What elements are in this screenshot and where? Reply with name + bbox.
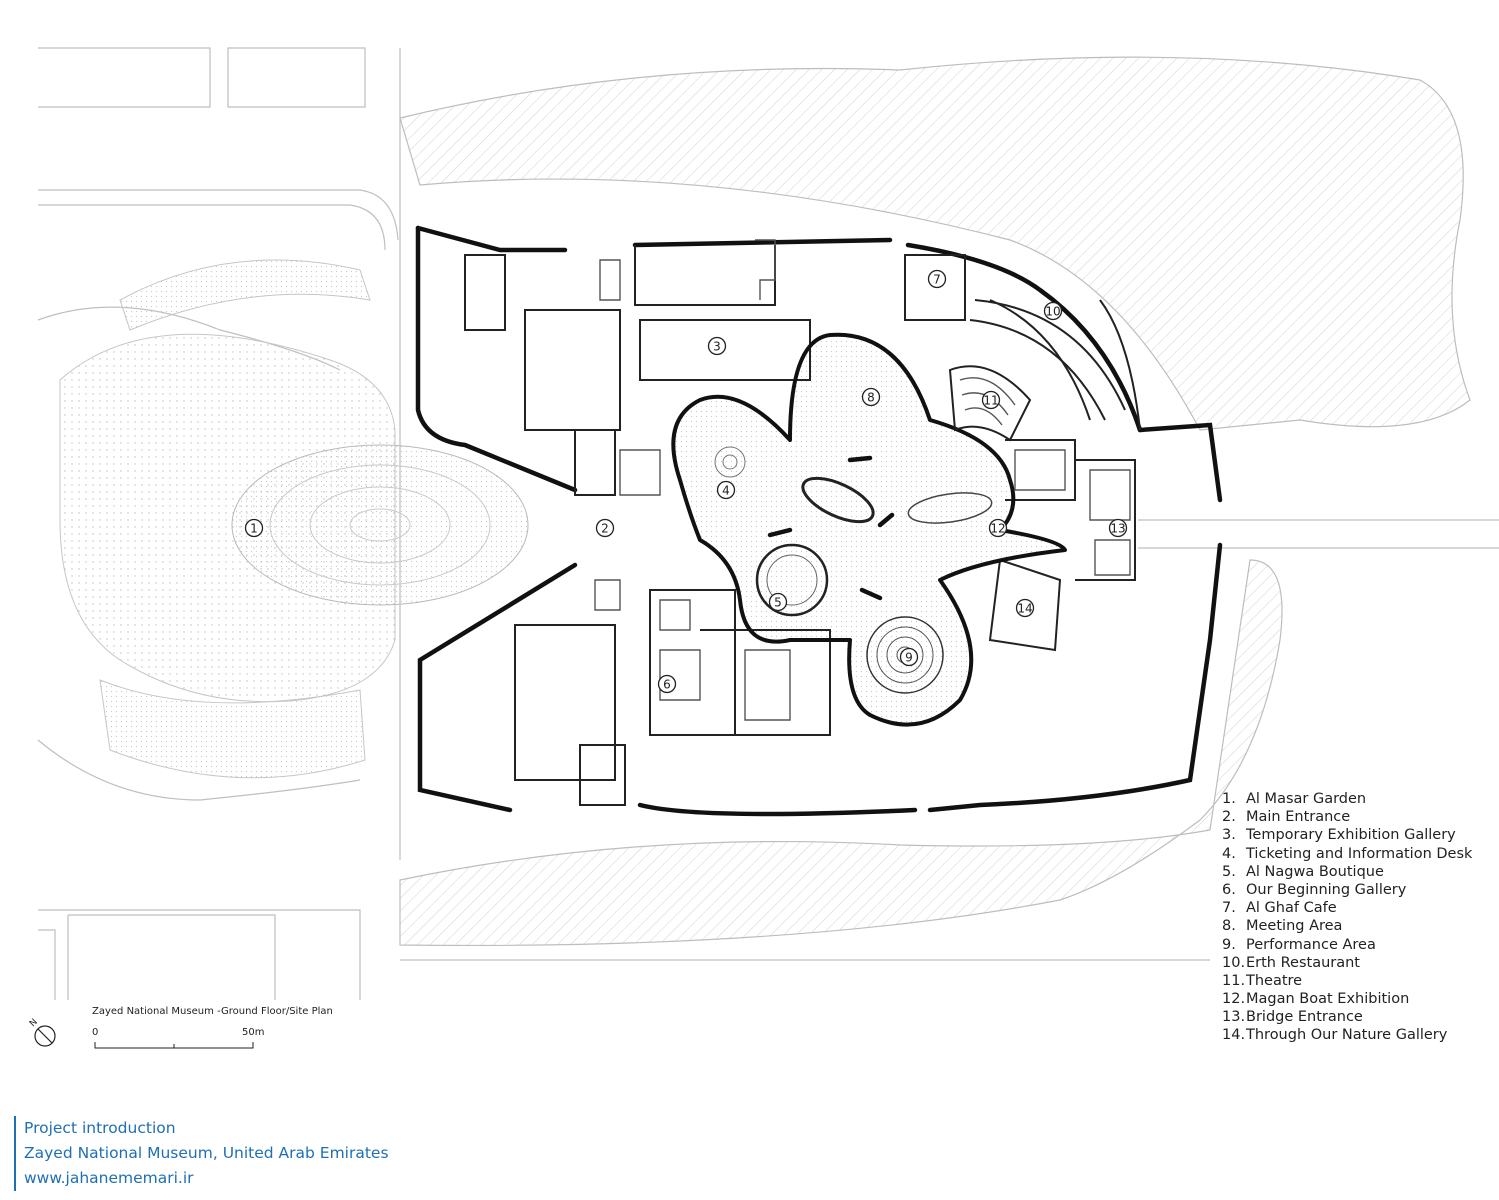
marker-7: 7 — [927, 269, 947, 289]
central-atrium — [671, 332, 1067, 727]
svg-text:6: 6 — [663, 678, 671, 692]
svg-text:2: 2 — [601, 522, 609, 536]
marker-1: 1 — [244, 518, 264, 538]
legend-item: 13.Bridge Entrance — [1222, 1009, 1363, 1026]
legend: 1.Al Masar Garden 2.Main Entrance 3.Temp… — [1222, 790, 1472, 1045]
landscape-south — [399, 559, 1283, 947]
legend-item: 7.Al Ghaf Cafe — [1222, 900, 1337, 917]
svg-text:13: 13 — [1110, 522, 1125, 536]
marker-2: 2 — [595, 518, 615, 538]
legend-item: 2.Main Entrance — [1222, 809, 1351, 826]
marker-4: 4 — [716, 480, 736, 500]
svg-text:4: 4 — [722, 484, 730, 498]
legend-item: 11.Theatre — [1222, 972, 1303, 989]
svg-text:7: 7 — [933, 273, 941, 287]
marker-13: 13 — [1108, 518, 1128, 538]
svg-text:11: 11 — [983, 394, 998, 408]
svg-text:9: 9 — [905, 651, 913, 665]
svg-text:3: 3 — [713, 340, 721, 354]
scale-start-label: 0 — [92, 1027, 99, 1038]
marker-5: 5 — [768, 592, 788, 612]
plan-title: Zayed National Museum -Ground Floor/Site… — [92, 1006, 333, 1017]
scale-end-label: 50m — [242, 1027, 265, 1038]
marker-12: 12 — [988, 518, 1008, 538]
svg-text:5: 5 — [774, 596, 782, 610]
building-envelope — [415, 225, 1223, 817]
marker-9: 9 — [899, 647, 919, 667]
legend-item: 3.Temporary Exhibition Gallery — [1222, 827, 1456, 844]
credit-heading: Project introduction — [24, 1119, 176, 1137]
marker-6: 6 — [657, 674, 677, 694]
marker-11: 11 — [981, 390, 1001, 410]
legend-item: 6.Our Beginning Gallery — [1222, 881, 1407, 898]
landscape-north — [399, 56, 1471, 431]
marker-8: 8 — [861, 387, 881, 407]
credit-website-link[interactable]: www.jahanememari.ir — [24, 1169, 194, 1187]
svg-text:12: 12 — [990, 522, 1005, 536]
svg-text:N: N — [28, 1017, 40, 1029]
room-markers: 1 2 3 4 5 6 7 8 9 10 11 12 13 14 — [244, 269, 1128, 694]
legend-item: 12.Magan Boat Exhibition — [1222, 991, 1410, 1008]
marker-3: 3 — [707, 336, 727, 356]
credit-project-name: Zayed National Museum, United Arab Emira… — [24, 1144, 389, 1162]
legend-item: 1.Al Masar Garden — [1222, 791, 1367, 807]
al-masar-garden-area — [59, 259, 529, 779]
svg-text:10: 10 — [1045, 305, 1060, 319]
legend-item: 4.Ticketing and Information Desk — [1222, 845, 1473, 862]
interior-partitions — [594, 239, 1131, 721]
svg-text:8: 8 — [867, 391, 875, 405]
marker-10: 10 — [1043, 301, 1063, 321]
theatre-wing — [948, 299, 1126, 442]
svg-text:14: 14 — [1017, 602, 1032, 616]
legend-item: 14.Through Our Nature Gallery — [1222, 1027, 1448, 1044]
scale-bar — [94, 1042, 254, 1049]
marker-14: 14 — [1015, 598, 1035, 618]
svg-text:1: 1 — [250, 522, 258, 536]
north-arrow-icon: N — [28, 1017, 56, 1047]
credit-block: Project introduction Zayed National Muse… — [14, 1116, 389, 1191]
legend-item: 5.Al Nagwa Boutique — [1222, 863, 1384, 880]
legend-item: 9.Performance Area — [1222, 936, 1376, 953]
legend-item: 8.Meeting Area — [1222, 918, 1343, 935]
legend-item: 10.Erth Restaurant — [1222, 954, 1360, 971]
